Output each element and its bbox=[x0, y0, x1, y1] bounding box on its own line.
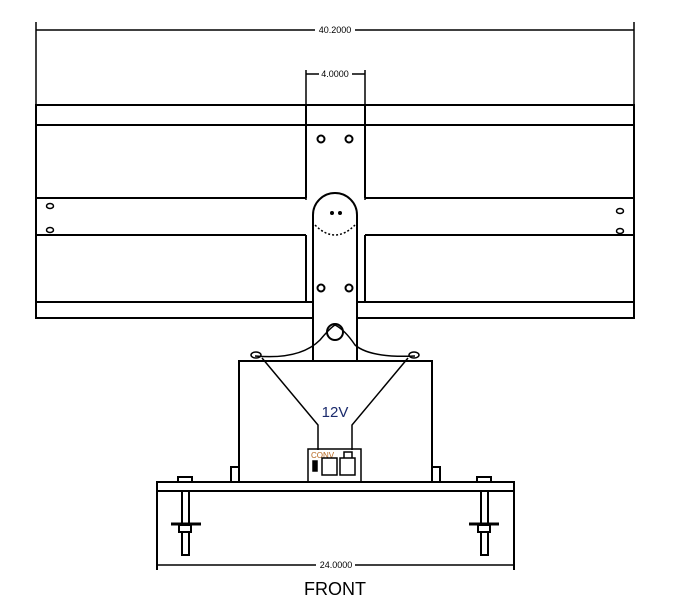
post-width-label: 4.0000 bbox=[321, 69, 349, 79]
converter: CONV bbox=[307, 448, 362, 483]
enclosure: 12V bbox=[230, 360, 441, 482]
voltage-label: 12V bbox=[322, 404, 349, 421]
base-width-label: 24.0000 bbox=[320, 560, 353, 570]
view-title: FRONT bbox=[304, 579, 366, 599]
overall-width-label: 40.2000 bbox=[319, 25, 352, 35]
converter-label: CONV bbox=[311, 451, 335, 460]
post-width-dimension: 4.0000 bbox=[305, 69, 366, 200]
outlet-icon bbox=[321, 457, 338, 476]
mount-post bbox=[312, 134, 358, 360]
outlet-icon bbox=[339, 457, 356, 476]
bolt-right bbox=[469, 476, 499, 556]
bolt-left bbox=[171, 476, 201, 556]
base: 24.0000 bbox=[156, 476, 515, 570]
wires bbox=[250, 324, 420, 450]
